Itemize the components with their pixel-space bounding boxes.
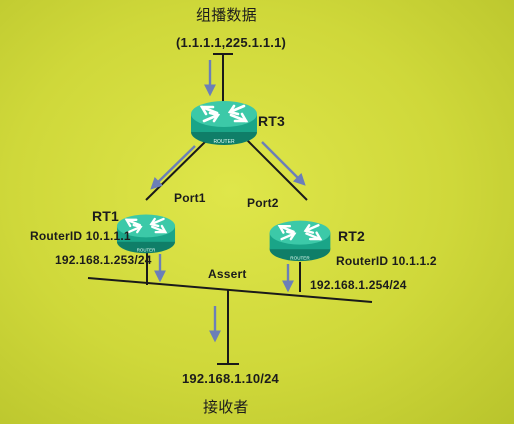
rt1-name: RT1 <box>92 208 120 224</box>
link-rt3-rt1 <box>145 139 208 201</box>
rt1-badge: ROUTER <box>137 247 156 252</box>
source-group: (1.1.1.1,225.1.1.1) <box>176 35 287 50</box>
flow-arrow-to-rt1 <box>150 145 196 190</box>
source-link <box>213 53 233 104</box>
receiver-link <box>217 290 239 365</box>
rt2-port: Port2 <box>247 196 279 210</box>
lan-segment <box>87 277 373 303</box>
source-title: 组播数据 <box>196 7 257 24</box>
segment-label: Assert <box>208 267 247 281</box>
rt2-router-id: RouterID 10.1.1.2 <box>336 254 437 268</box>
rt2-name: RT2 <box>338 228 366 244</box>
rt1-port: Port1 <box>174 191 206 205</box>
rt2-ip: 192.168.1.254/24 <box>310 278 407 292</box>
flow-arrow-to-rt2 <box>261 141 306 186</box>
rt1-router-id: RouterID 10.1.1.1 <box>30 229 131 243</box>
router-rt1-icon: ROUTER <box>115 213 177 255</box>
receiver-title: 接收者 <box>203 399 249 416</box>
rt2-badge: ROUTER <box>290 255 310 260</box>
rt3-name: RT3 <box>258 113 286 129</box>
router-rt2-icon: ROUTER <box>268 219 332 263</box>
rt3-badge: ROUTER <box>213 139 235 145</box>
router-rt3-icon: ROUTER <box>189 99 259 147</box>
receiver-ip: 192.168.1.10/24 <box>182 371 279 386</box>
rt1-ip: 192.168.1.253/24 <box>55 253 152 267</box>
link-rt3-rt2 <box>246 139 308 201</box>
